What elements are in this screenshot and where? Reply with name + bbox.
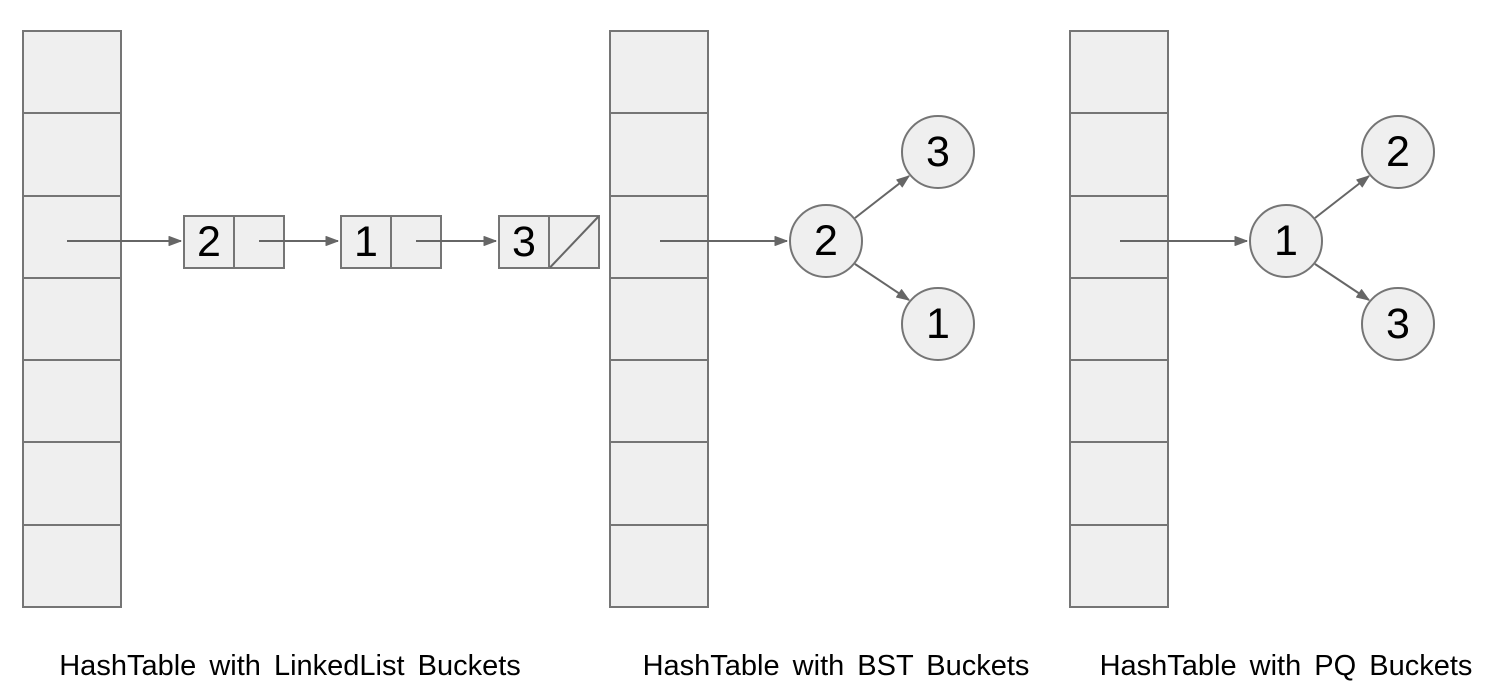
array-cell	[24, 523, 120, 606]
bst-root-circle: 2	[789, 204, 863, 278]
array-cell	[611, 276, 707, 359]
array-cell	[24, 441, 120, 523]
list-node-value: 1	[342, 217, 392, 267]
bst-child-bottom-circle: 1	[901, 287, 975, 361]
list-node-null-pointer	[550, 217, 598, 267]
list-node-3: 3	[498, 215, 600, 269]
array-cell-bucket	[24, 194, 120, 277]
list-node-next-pointer	[392, 217, 440, 267]
array-cell	[24, 32, 120, 112]
bst-edge-to-bottom-child	[854, 263, 910, 301]
array-cell	[24, 276, 120, 359]
bst-edge-to-top-child	[854, 175, 910, 219]
hash-array-linkedlist	[22, 30, 122, 608]
pq-child-bottom-circle: 3	[1361, 287, 1435, 361]
pq-edge-to-top-child	[1314, 175, 1370, 219]
caption-bst: HashTable with BST Buckets	[642, 650, 1030, 682]
array-cell	[24, 112, 120, 194]
hash-array-bst	[609, 30, 709, 608]
array-cell	[1071, 441, 1167, 523]
array-cell	[1071, 276, 1167, 359]
array-cell	[1071, 359, 1167, 441]
array-cell	[611, 359, 707, 441]
list-node-value: 3	[500, 217, 550, 267]
array-cell	[1071, 32, 1167, 112]
array-cell	[611, 112, 707, 194]
caption-pq: HashTable with PQ Buckets	[1099, 650, 1473, 682]
array-cell	[24, 359, 120, 441]
array-cell	[611, 441, 707, 523]
list-node-2: 1	[340, 215, 442, 269]
pq-child-top-circle: 2	[1361, 115, 1435, 189]
array-cell-bucket	[611, 194, 707, 277]
bst-child-top-circle: 3	[901, 115, 975, 189]
array-cell-bucket	[1071, 194, 1167, 277]
list-node-value: 2	[185, 217, 235, 267]
array-cell	[611, 32, 707, 112]
pq-root-circle: 1	[1249, 204, 1323, 278]
hash-array-pq	[1069, 30, 1169, 608]
array-cell	[1071, 523, 1167, 606]
pq-edge-to-bottom-child	[1314, 263, 1370, 301]
array-cell	[611, 523, 707, 606]
list-node-1: 2	[183, 215, 285, 269]
array-cell	[1071, 112, 1167, 194]
list-node-next-pointer	[235, 217, 283, 267]
caption-linkedlist: HashTable with LinkedList Buckets	[59, 650, 521, 682]
